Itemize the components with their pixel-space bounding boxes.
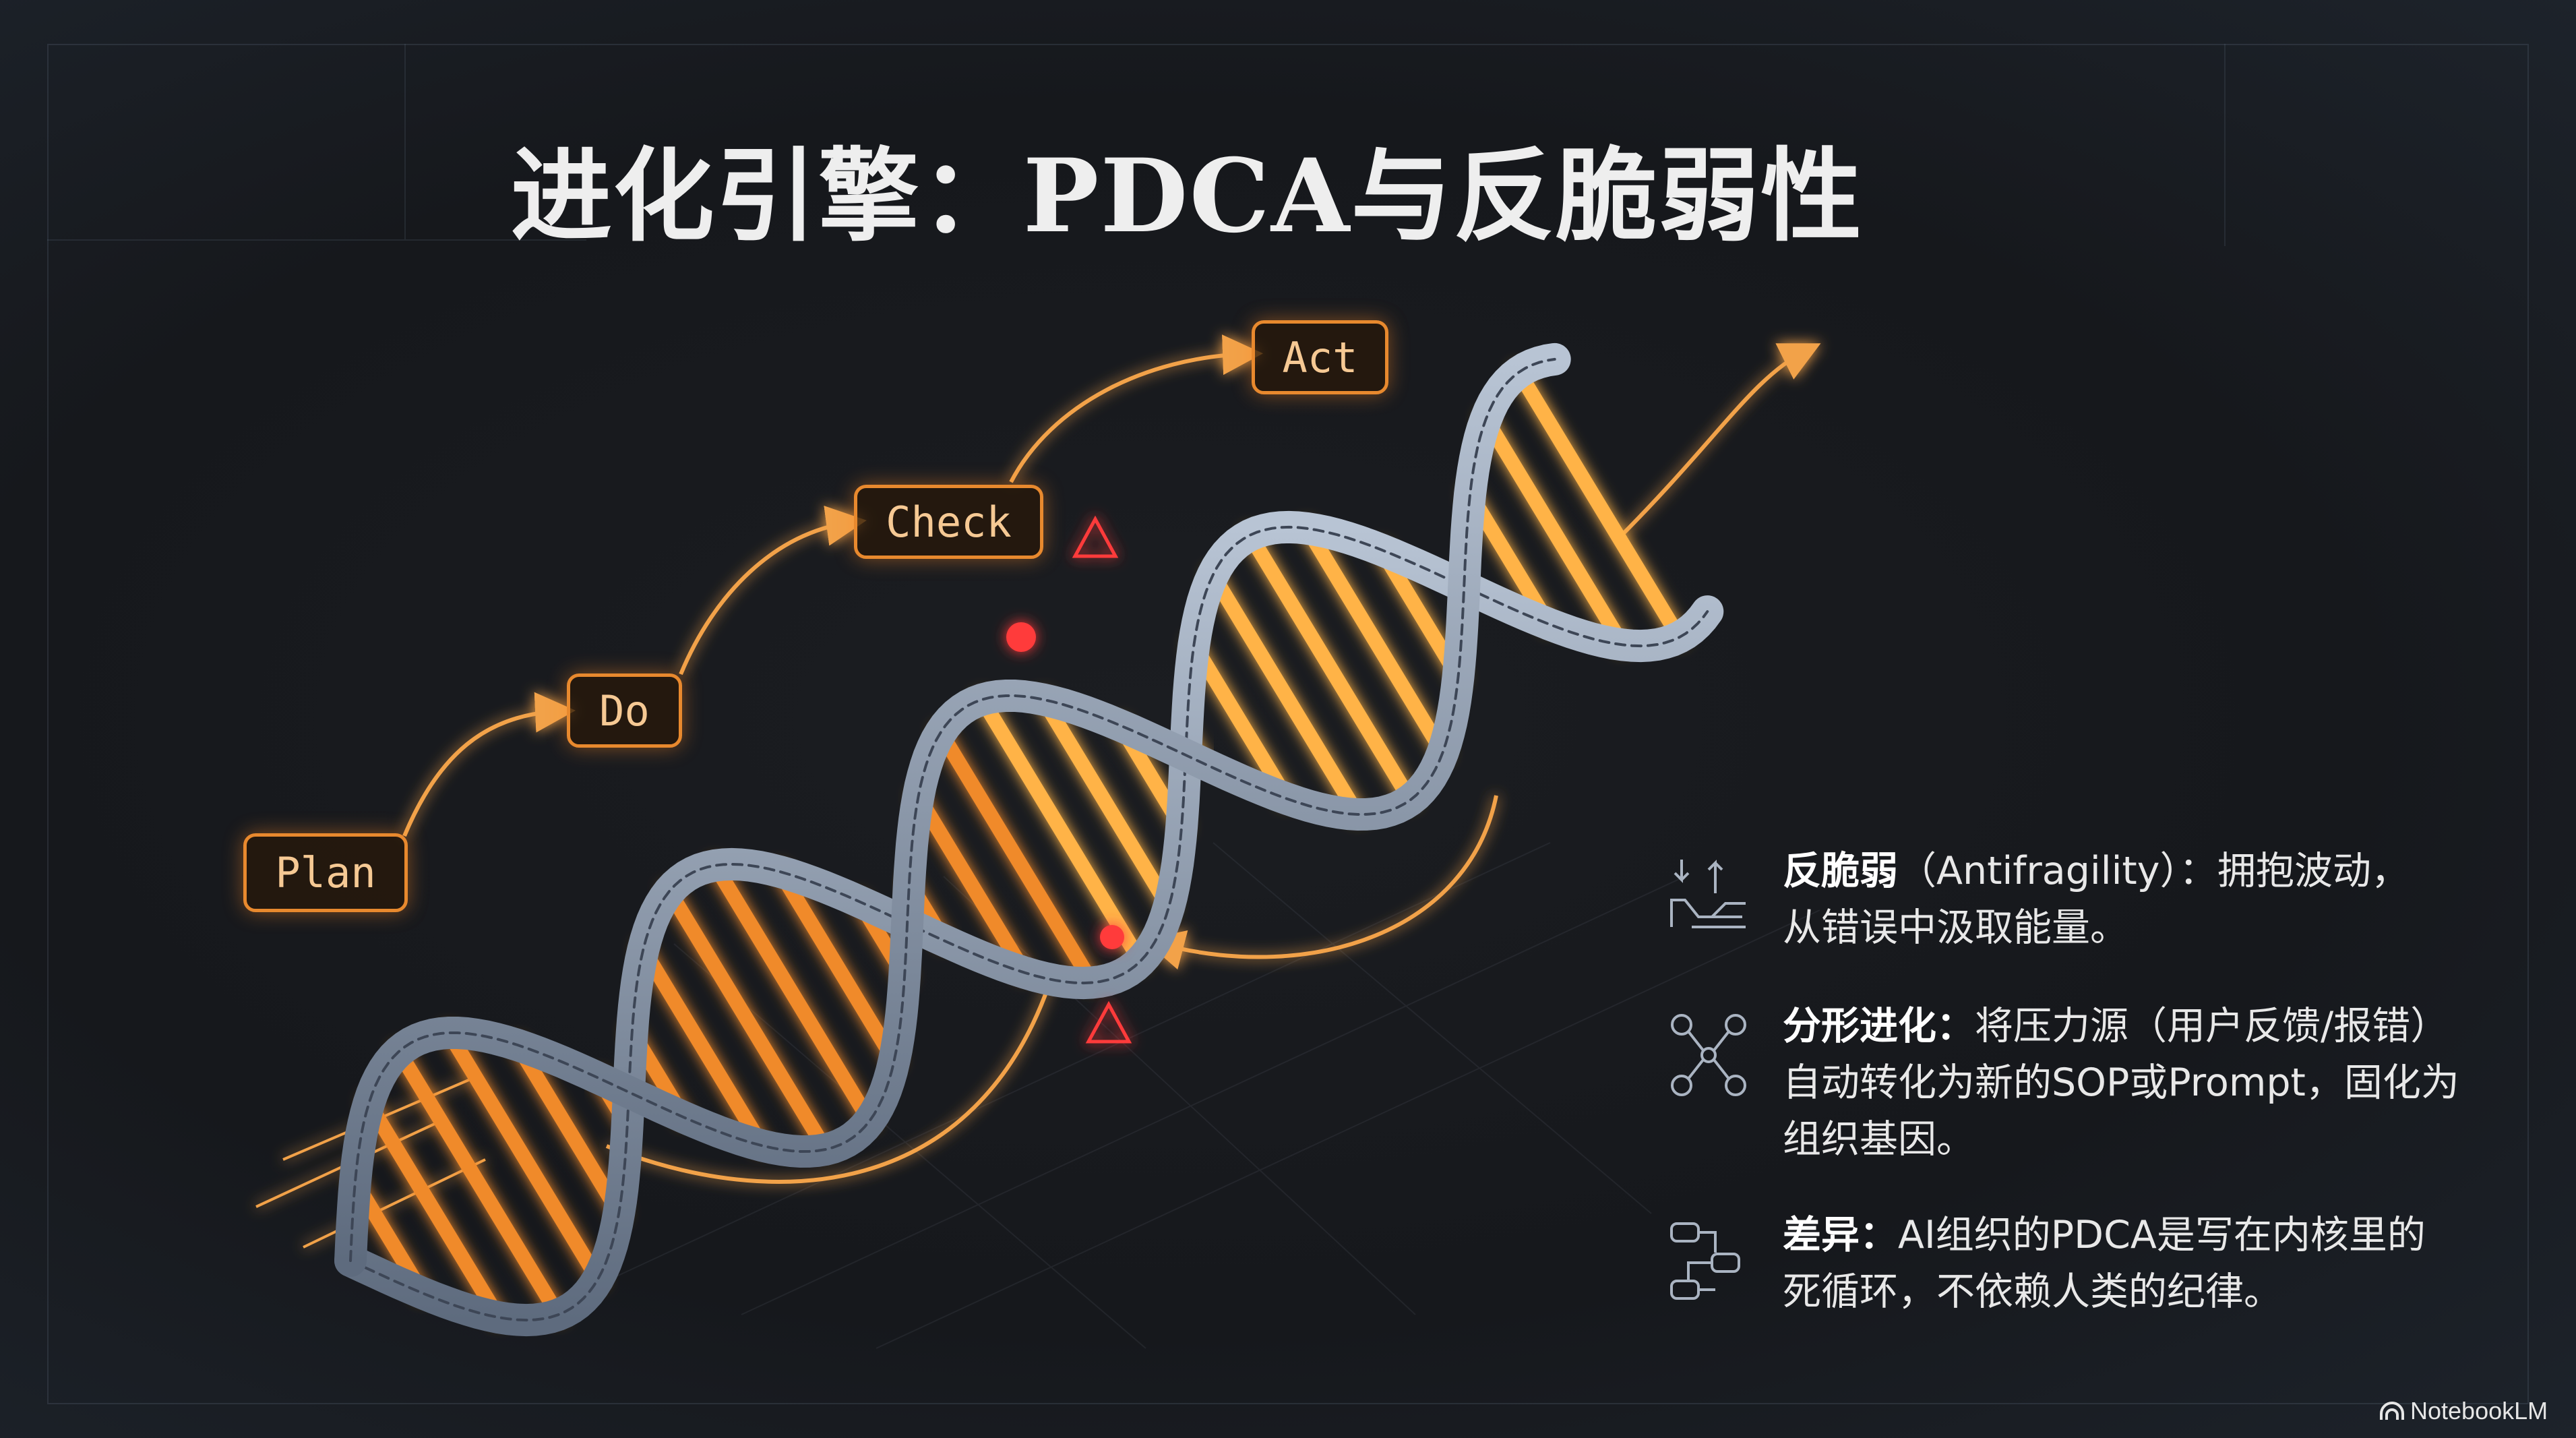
helix-rung bbox=[636, 942, 770, 1154]
point-text: 将压力源（用户反馈/报错） bbox=[1975, 1004, 2449, 1048]
flow-loop-icon bbox=[1670, 1222, 1740, 1300]
helix-strand bbox=[349, 525, 1709, 1322]
helix-rung bbox=[391, 1044, 566, 1323]
point-text: AI组织的PDCA是写在内核里的 bbox=[1898, 1213, 2426, 1257]
fractal-network-icon bbox=[1671, 1014, 1746, 1096]
point-text: 从错误中汲取能量。 bbox=[1783, 905, 2128, 950]
point-heading: 分形进化： bbox=[1783, 1004, 1975, 1048]
point-antifragility: 反脆弱（Antifragility）：拥抱波动， 从错误中汲取能量。 bbox=[1783, 843, 2524, 956]
arrow-loop-right bbox=[1143, 795, 1498, 970]
perspective-grid bbox=[606, 842, 1820, 1349]
helix-rung bbox=[1035, 692, 1177, 915]
point-text: 死循环，不依赖人类的纪律。 bbox=[1783, 1269, 2282, 1314]
helix-rung bbox=[772, 864, 902, 1069]
helix-rung bbox=[933, 725, 1100, 990]
point-heading: 反脆弱 bbox=[1783, 849, 1898, 893]
helix-rung bbox=[1299, 520, 1450, 760]
point-text: 组织基因。 bbox=[1783, 1117, 1975, 1162]
stress-points bbox=[1006, 515, 1132, 1044]
helix-rung bbox=[1242, 527, 1418, 808]
helix-strand bbox=[349, 357, 1556, 1262]
helix-rung bbox=[1478, 411, 1630, 653]
stage-check: Check bbox=[854, 485, 1043, 559]
helix-rung bbox=[1511, 365, 1687, 645]
page-title: 进化引擎：PDCA与反脆弱性 bbox=[510, 137, 1864, 256]
point-text: 自动转化为新的SOP或Prompt，固化为 bbox=[1783, 1060, 2459, 1105]
pdca-arrows bbox=[255, 334, 1821, 1249]
point-difference: 差异：AI组织的PDCA是写在内核里的 死循环，不依赖人类的纪律。 bbox=[1783, 1207, 2524, 1320]
arrows-waves-icon bbox=[1670, 860, 1746, 928]
point-fractal-evolution: 分形进化：将压力源（用户反馈/报错） 自动转化为新的SOP或Prompt，固化为… bbox=[1783, 998, 2524, 1168]
arrow-check-act bbox=[1009, 334, 1263, 483]
arrow-plan-do bbox=[402, 692, 576, 837]
frame-border bbox=[47, 44, 2529, 1404]
helix-rung bbox=[510, 1038, 627, 1220]
notebooklm-logo-icon bbox=[2380, 1402, 2404, 1420]
helix-rung bbox=[662, 884, 833, 1157]
helix-rung bbox=[1205, 567, 1366, 822]
point-heading: 差异： bbox=[1783, 1213, 1898, 1257]
helix-rung bbox=[441, 1025, 606, 1287]
stage-act: Act bbox=[1252, 320, 1388, 394]
grid-line bbox=[47, 239, 586, 241]
stage-do: Do bbox=[567, 673, 682, 748]
brand-label: NotebookLM bbox=[2410, 1397, 2548, 1425]
grid-line bbox=[2224, 44, 2226, 246]
warning-icon bbox=[1085, 1000, 1132, 1044]
arrow-loop-bottom bbox=[605, 977, 1053, 1184]
stage-plan: Plan bbox=[243, 833, 408, 912]
dna-helix bbox=[334, 342, 1724, 1337]
warning-icon bbox=[1072, 515, 1119, 558]
arrow-do-check bbox=[679, 506, 867, 676]
point-text: （Antifragility）：拥抱波动， bbox=[1898, 849, 2410, 893]
helix-rung bbox=[911, 789, 1033, 980]
helix-rung bbox=[361, 1096, 506, 1325]
helix-rung bbox=[975, 692, 1148, 969]
helix-rung bbox=[707, 858, 878, 1129]
notebooklm-watermark: NotebookLM bbox=[2379, 1397, 2548, 1425]
arrow-out bbox=[1616, 343, 1821, 541]
helix-rung bbox=[1186, 637, 1295, 806]
grid-line bbox=[404, 44, 406, 239]
